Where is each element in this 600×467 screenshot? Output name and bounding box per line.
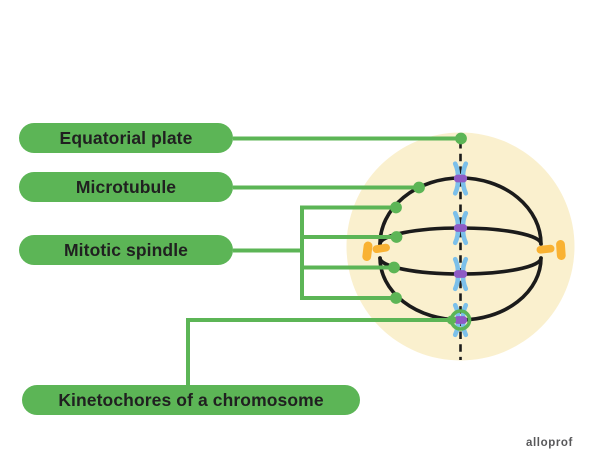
centriole-icon xyxy=(362,241,373,261)
pointer-dot-microtubule xyxy=(413,181,425,194)
pointer-dot-spindle-3 xyxy=(388,261,400,274)
pointer-dot-spindle-4 xyxy=(390,292,402,304)
label-mitotic-spindle: Mitotic spindle xyxy=(19,235,233,265)
centromere xyxy=(453,270,468,278)
label-kinetochores: Kinetochores of a chromosome xyxy=(22,385,360,415)
pointer-dot-spindle-2 xyxy=(390,231,403,243)
chromosome xyxy=(452,256,469,292)
label-microtubule-text: Microtubule xyxy=(75,176,177,197)
chromosomes xyxy=(452,161,469,338)
centriole-icon xyxy=(536,244,555,254)
label-equatorial-plate: Equatorial plate xyxy=(19,123,233,153)
kinetochore-ring xyxy=(449,309,472,331)
chromosome xyxy=(452,302,469,338)
centriole-icon xyxy=(556,240,566,260)
label-equatorial-plate-text: Equatorial plate xyxy=(59,127,193,148)
leader-lines xyxy=(186,136,458,386)
label-mitotic-spindle-text: Mitotic spindle xyxy=(64,239,188,260)
centrosome-right xyxy=(536,240,566,260)
label-kinetochores-text: Kinetochores of a chromosome xyxy=(58,389,324,410)
centromere xyxy=(453,224,468,232)
alloprof-watermark: alloprof xyxy=(526,437,573,449)
centromere xyxy=(453,174,468,183)
centriole-icon xyxy=(372,243,390,254)
chromosome xyxy=(452,210,469,246)
chromosome xyxy=(452,161,469,196)
pointer-dot-spindle-1 xyxy=(390,201,402,214)
centrosome-left xyxy=(362,241,390,261)
pointer-dots xyxy=(388,132,467,325)
centromere xyxy=(453,316,468,324)
pointer-dot-equatorial xyxy=(455,132,467,145)
label-microtubule: Microtubule xyxy=(19,172,233,202)
